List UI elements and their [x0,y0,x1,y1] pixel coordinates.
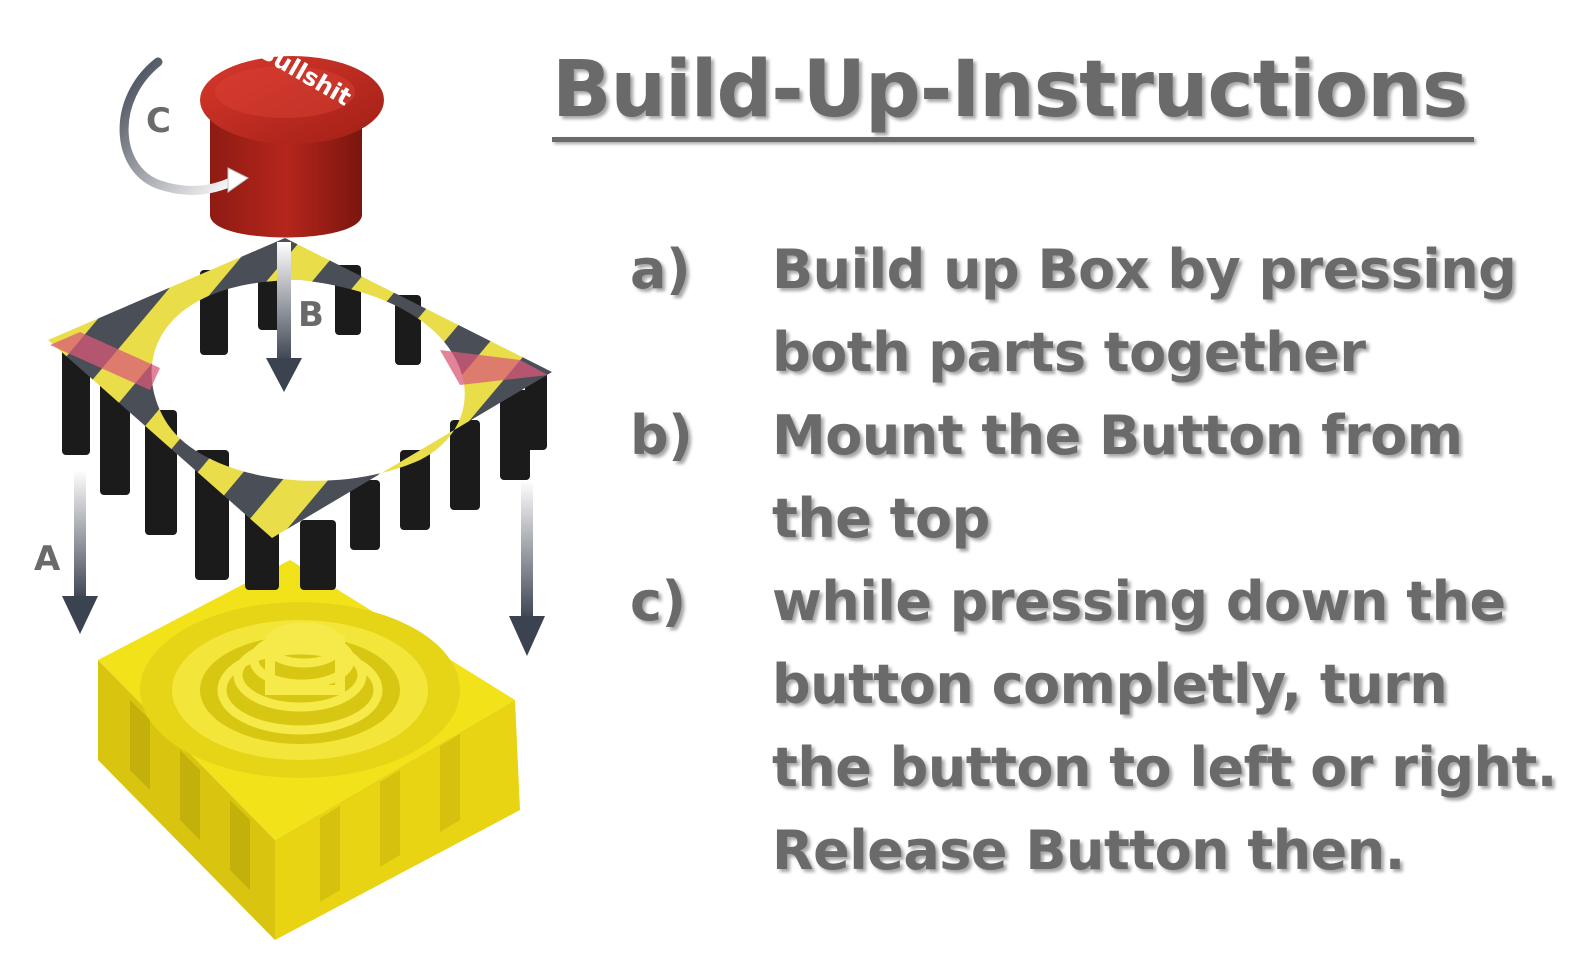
step-b-marker: b) [630,404,693,467]
red-button-cap: Bullshit [200,36,384,238]
step-c-line-2: button completly, turn [772,653,1448,716]
page-title: Build-Up-Instructions [552,45,1468,135]
step-c-marker: c) [630,570,686,633]
arrow-c-label: C [146,101,171,141]
step-b-text: Mount the Button from the top [772,394,1530,560]
step-a-marker: a) [630,238,691,301]
step-a-text: Build up Box by pressing both parts toge… [772,228,1530,394]
instruction-step-c: c) while pressing down the button comple… [630,560,1557,892]
arrow-b-down: B [266,242,324,392]
instruction-list: a) Build up Box by pressing both parts t… [630,228,1557,892]
step-a-line-2: both parts together [772,321,1366,384]
step-c-line-3: the button to left or right. [772,736,1557,799]
arrow-a-down-left: A [34,470,98,634]
hazard-frame [48,238,552,590]
base-box [98,560,520,940]
step-c-line-1: while pressing down the [772,570,1506,633]
arrow-b-label: B [298,295,324,335]
step-c-line-4: Release Button then. [772,819,1405,882]
assembly-drawing: Bullshit C B A [34,36,552,940]
step-c-text: while pressing down the button completly… [772,560,1557,892]
arrow-c-rotate: C [119,57,249,195]
arrow-a-label: A [34,539,61,579]
step-b-line-1: Mount the Button from [772,404,1463,467]
step-a-line-1: Build up Box by pressing [772,238,1517,301]
exploded-assembly-illustration: Bullshit C B A [0,0,580,971]
step-b-line-2: the top [772,487,990,550]
instruction-step-a: a) Build up Box by pressing both parts t… [630,228,1530,394]
instruction-step-b: b) Mount the Button from the top [630,394,1530,560]
title-underline [552,137,1474,142]
arrow-a-down-right [509,480,545,656]
